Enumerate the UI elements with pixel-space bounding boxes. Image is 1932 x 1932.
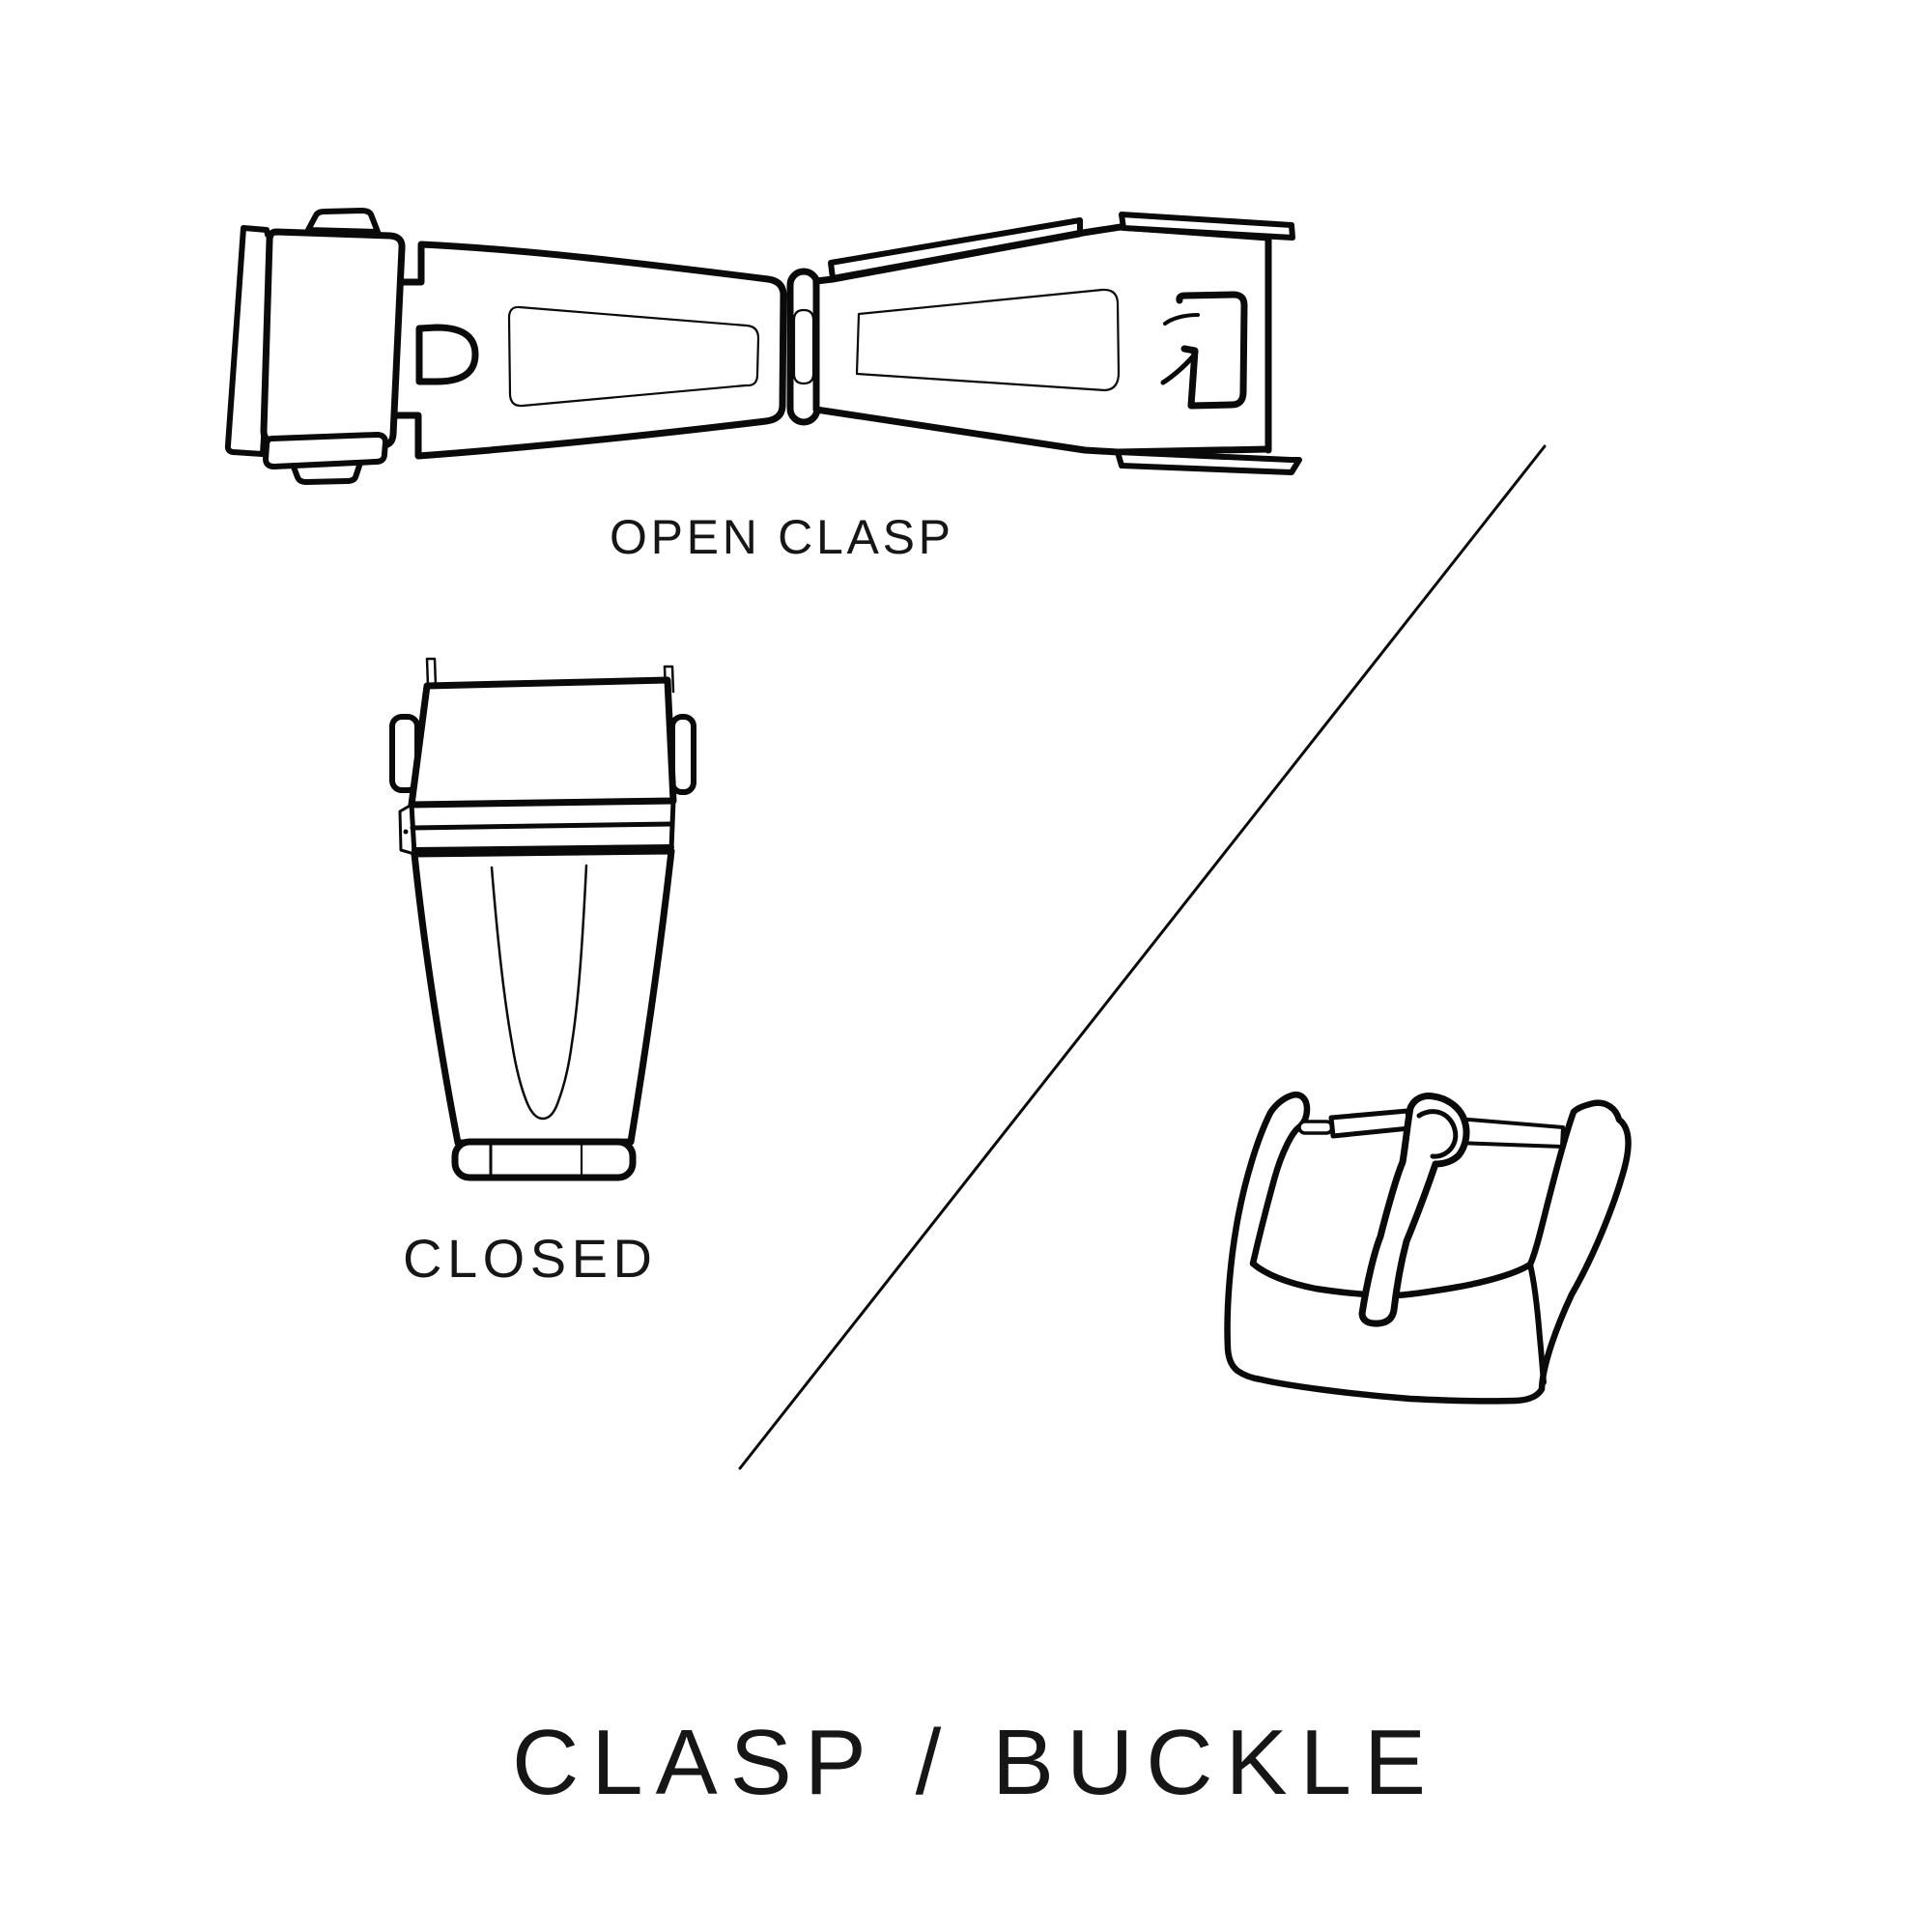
- svg-text:CLOSED: CLOSED: [403, 1228, 664, 1289]
- svg-text:OPEN CLASP: OPEN CLASP: [610, 510, 962, 564]
- svg-text:CLASP / BUCKLE: CLASP / BUCKLE: [512, 1711, 1445, 1814]
